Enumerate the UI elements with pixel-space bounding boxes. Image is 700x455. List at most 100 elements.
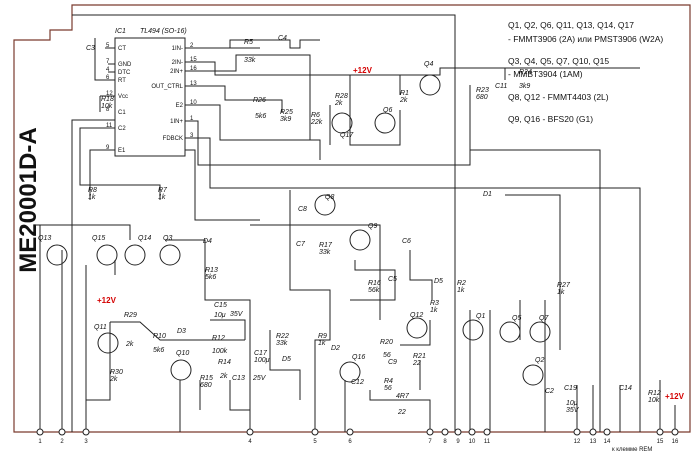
component-label: C19 — [564, 385, 577, 392]
component-label: 3k9 — [280, 116, 291, 123]
component-label: C6 — [402, 238, 411, 245]
ic-pin-name: Vcc — [118, 94, 128, 100]
component-label: D1 — [483, 191, 492, 198]
board-outline — [13, 4, 691, 433]
component-label: C8 — [298, 206, 307, 213]
component-label: 5k6 — [255, 113, 266, 120]
component-label: 2k — [109, 376, 118, 383]
terminal-number: 14 — [604, 439, 611, 445]
component-label: D4 — [203, 238, 212, 245]
ic-pin-number: 13 — [190, 81, 197, 87]
ic-pin-number: 10 — [190, 100, 197, 106]
ic-pin-number: 9 — [106, 145, 110, 151]
component-label: R30 — [110, 369, 123, 376]
component-label: Q4 — [424, 61, 433, 68]
component-label: Q17 — [340, 132, 354, 139]
terminal-number: 12 — [574, 439, 581, 445]
component-label: R28 — [335, 93, 348, 100]
component-label: R18 — [101, 96, 114, 103]
component-label: 3k9 — [519, 83, 530, 90]
terminal-number: 11 — [484, 439, 491, 445]
component-label: R15 — [200, 375, 213, 382]
ic-pin-name: 2IN+ — [170, 69, 183, 75]
ic-pin-name: C2 — [118, 126, 126, 132]
ic-pin-name: OUT_CTRL — [151, 84, 183, 90]
ic-pin-number: 8 — [106, 107, 110, 113]
supply-label: +12V — [665, 392, 685, 401]
terminal-number: 6 — [348, 439, 352, 445]
component-label: R6 — [311, 112, 320, 119]
component-label: C2 — [545, 388, 554, 395]
terminal-pad — [454, 428, 462, 436]
component-label: R22 — [276, 333, 289, 340]
component-label: 1k — [457, 287, 465, 294]
terminal-pad — [346, 428, 354, 436]
component-label: C11 — [495, 83, 507, 90]
transistor-notes: Q1, Q2, Q6, Q11, Q13, Q14, Q17 - FMMT390… — [508, 20, 663, 124]
component-label: Q11 — [94, 324, 107, 331]
component-label: Q16 — [352, 354, 365, 361]
component-label: 1k — [158, 194, 166, 201]
ic-pin-name: 1IN+ — [170, 119, 183, 125]
terminal-pad — [671, 428, 679, 436]
ic-pin-number: 2 — [190, 43, 194, 49]
component-label: D3 — [177, 328, 186, 335]
terminal-number: 4 — [248, 439, 252, 445]
ic-pin-name: DTC — [118, 70, 131, 76]
component-label: C12 — [351, 379, 364, 386]
component-label: 56k — [368, 287, 380, 294]
component-labels: C3R1810kR533kC4R265k6R253k9R622kR282kQ17… — [38, 35, 661, 416]
component-label: R23 — [476, 87, 489, 94]
component-label: R2 — [457, 280, 466, 287]
terminal-pad — [441, 428, 449, 436]
component-label: 1k — [557, 289, 565, 296]
terminal-pad — [573, 428, 581, 436]
note-line: Q8, Q12 - FMMT4403 (2L) — [508, 92, 609, 102]
component-label: Q6 — [383, 107, 392, 114]
ic-pin-number: 1 — [190, 116, 194, 122]
component-label: C3 — [86, 45, 95, 52]
transistor-symbol — [349, 229, 371, 251]
supply-markers: +12V +12V +12V — [97, 66, 685, 401]
component-label: R27 — [557, 282, 571, 289]
terminal-number: 1 — [38, 439, 42, 445]
terminal-pad — [58, 428, 66, 436]
terminal-pad — [246, 428, 254, 436]
component-label: C7 — [296, 241, 306, 248]
ic-pin-number: 7 — [106, 59, 110, 65]
component-label: R21 — [413, 353, 426, 360]
component-label: Q15 — [92, 235, 105, 242]
component-label: R12 — [212, 335, 225, 342]
component-label: C5 — [388, 276, 397, 283]
component-label: R20 — [380, 339, 393, 346]
transistor-symbol — [529, 321, 551, 343]
component-label: R3 — [430, 300, 439, 307]
component-label: Q8 — [325, 194, 334, 201]
transistor-symbol — [462, 319, 484, 341]
component-label: R16 — [368, 280, 381, 287]
ic-pin-name: GND — [118, 62, 132, 68]
transistor-symbol — [124, 244, 146, 266]
component-label: Q7 — [539, 315, 549, 322]
component-label: R12 — [648, 390, 661, 397]
component-label: 2k — [399, 97, 408, 104]
component-label: R26 — [253, 97, 266, 104]
transistor-symbol — [159, 244, 181, 266]
component-label: R24 — [519, 69, 532, 76]
component-label: 5k6 — [205, 274, 216, 281]
component-label: 100μ — [254, 357, 270, 364]
component-label: 35V — [230, 311, 244, 318]
transistor-symbol — [314, 194, 336, 216]
terminal-number: 8 — [443, 439, 447, 445]
component-label: 1k — [318, 340, 326, 347]
component-label: 5k6 — [153, 347, 164, 354]
component-label: Q12 — [410, 312, 423, 319]
ic-pin-number: 16 — [190, 66, 197, 72]
ic-pin-name: RT — [118, 78, 126, 84]
component-label: C15 — [214, 302, 227, 309]
transistor-symbol — [339, 361, 361, 383]
component-label: 35V — [566, 407, 580, 414]
transistor-symbol — [170, 359, 192, 381]
